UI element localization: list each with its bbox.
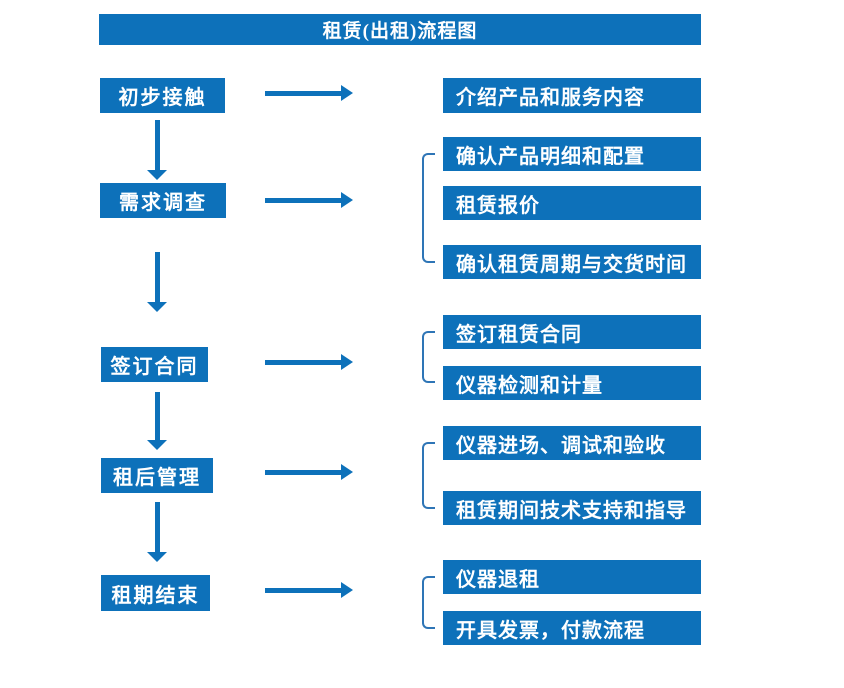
arrow-line: [155, 120, 160, 171]
step-box-rental-end: 租期结束: [101, 575, 210, 611]
arrow-right-icon-1: [265, 85, 353, 101]
arrow-right-icon-5: [265, 582, 353, 598]
arrow-head: [147, 170, 167, 180]
title-bar: 租赁(出租)流程图: [99, 14, 701, 45]
arrow-head: [341, 464, 353, 480]
detail-box-rental-quotation: 租赁报价: [443, 186, 701, 220]
arrow-head: [147, 440, 167, 450]
arrow-line: [155, 392, 160, 441]
arrow-down-icon-2: [147, 252, 168, 312]
detail-box-confirm-product-config: 确认产品明细和配置: [443, 137, 701, 171]
detail-box-sign-rental-contract: 签订租赁合同: [443, 315, 701, 349]
step-box-post-rental-management: 租后管理: [101, 458, 213, 493]
arrow-down-icon-1: [147, 120, 168, 180]
arrow-head: [341, 192, 353, 208]
page-title: 租赁(出租)流程图: [322, 21, 478, 42]
arrow-down-icon-3: [147, 392, 168, 450]
arrow-head: [341, 582, 353, 598]
arrow-head: [341, 354, 353, 370]
detail-box-confirm-period-delivery: 确认租赁周期与交货时间: [443, 245, 701, 279]
arrow-line: [265, 587, 342, 593]
arrow-right-icon-2: [265, 192, 353, 208]
arrow-line: [265, 197, 342, 203]
detail-box-invoice-payment: 开具发票，付款流程: [443, 611, 701, 645]
arrow-line: [265, 359, 342, 365]
group-bracket-rental-end: [422, 576, 435, 629]
detail-box-instrument-return: 仪器退租: [443, 560, 701, 594]
arrow-head: [341, 85, 353, 101]
step-box-demand-survey: 需求调查: [100, 183, 226, 218]
arrow-line: [265, 469, 342, 475]
arrow-head: [147, 302, 167, 312]
arrow-down-icon-4: [147, 502, 168, 562]
group-bracket-post-rental: [422, 442, 435, 509]
arrow-right-icon-4: [265, 464, 353, 480]
step-box-sign-contract: 签订合同: [101, 347, 208, 382]
detail-box-instrument-setup: 仪器进场、调试和验收: [443, 426, 701, 460]
arrow-head: [147, 552, 167, 562]
detail-box-technical-support: 租赁期间技术支持和指导: [443, 491, 701, 525]
detail-box-introduce-products: 介绍产品和服务内容: [443, 78, 701, 113]
arrow-line: [155, 502, 160, 553]
arrow-line: [265, 90, 342, 96]
group-bracket-demand-survey: [422, 153, 435, 263]
arrow-line: [155, 252, 160, 303]
group-bracket-sign-contract: [422, 331, 435, 383]
arrow-right-icon-3: [265, 354, 353, 370]
detail-box-instrument-testing: 仪器检测和计量: [443, 366, 701, 400]
step-box-initial-contact: 初步接触: [100, 78, 225, 113]
